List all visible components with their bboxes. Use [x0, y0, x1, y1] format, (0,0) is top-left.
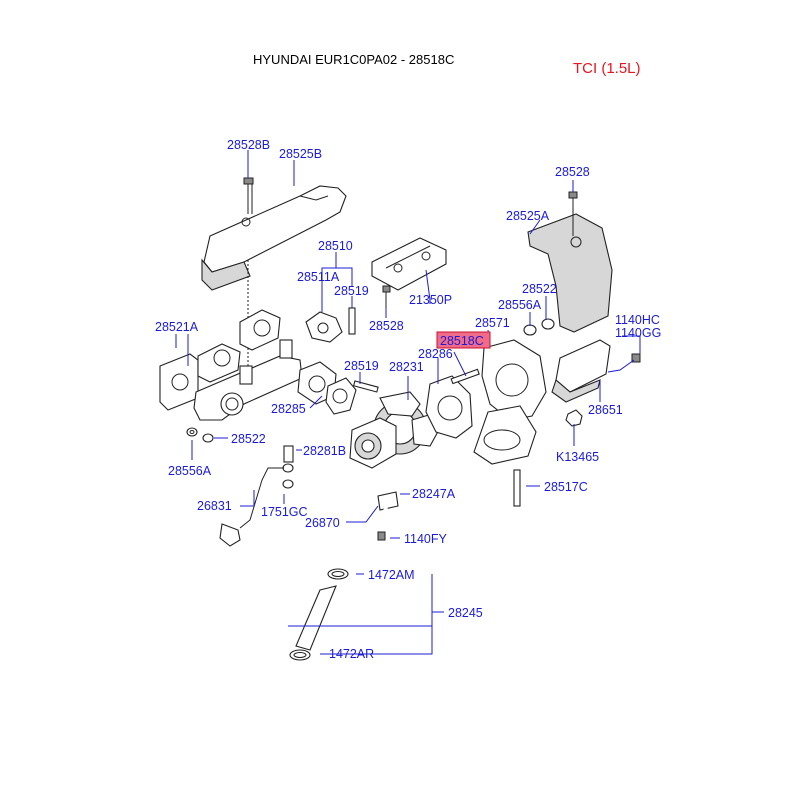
label-28571[interactable]: 28571 — [475, 316, 510, 330]
label-28522-right[interactable]: 28522 — [522, 282, 557, 296]
stud-28519-mid — [352, 380, 379, 393]
label-28528b[interactable]: 28528B — [227, 138, 270, 152]
label-28247a[interactable]: 28247A — [412, 487, 456, 501]
bolt-28528-mid — [382, 285, 391, 308]
gasket-28511a — [305, 311, 343, 343]
banjo-bolt-28281b — [282, 445, 294, 489]
label-1472ar[interactable]: 1472AR — [329, 647, 374, 661]
label-26870[interactable]: 26870 — [305, 516, 340, 530]
heat-shield-28525a — [527, 213, 613, 333]
label-28556a-right[interactable]: 28556A — [498, 298, 542, 312]
label-28651[interactable]: 28651 — [588, 403, 623, 417]
clamp-1472am — [327, 568, 349, 580]
stud-28518c — [450, 368, 480, 385]
label-26831[interactable]: 26831 — [197, 499, 232, 513]
bracket-21350p — [371, 237, 447, 291]
nut-28522-left — [202, 433, 214, 443]
label-k13465[interactable]: K13465 — [556, 450, 599, 464]
leader-lines — [175, 150, 641, 655]
exhaust-manifold — [193, 339, 303, 421]
clamp-1472ar — [289, 649, 311, 661]
bolt-1140hc — [631, 353, 641, 363]
manifold-gasket-28521a — [159, 309, 281, 411]
label-21350p[interactable]: 21350P — [409, 293, 452, 307]
engine-variant-label: TCI (1.5L) — [573, 60, 641, 77]
bolt-1140fy — [377, 531, 386, 541]
elbow-28285 — [297, 361, 357, 415]
label-1140hc[interactable]: 1140HC — [615, 313, 660, 327]
label-28517c[interactable]: 28517C — [544, 480, 588, 494]
washer-28556a-right — [523, 324, 537, 336]
oil-feed-pipe-26831 — [219, 467, 284, 547]
label-28521a[interactable]: 28521A — [155, 320, 199, 334]
diagram-title: HYUNDAI EUR1C0PA02 - 28518C — [253, 52, 455, 67]
label-28245[interactable]: 28245 — [448, 606, 483, 620]
label-28231[interactable]: 28231 — [389, 360, 424, 374]
label-1140fy[interactable]: 1140FY — [404, 532, 448, 546]
label-1751gc[interactable]: 1751GC — [261, 505, 308, 519]
washer-28556a-left — [186, 427, 198, 437]
label-1140gg[interactable]: 1140GG — [615, 326, 661, 340]
stud-28519-top — [348, 307, 356, 335]
label-28285[interactable]: 28285 — [271, 402, 306, 416]
hose-28245 — [295, 585, 337, 651]
bolt-28528b — [243, 177, 254, 214]
label-28511a[interactable]: 28511A — [297, 270, 340, 284]
heat-shield-28525b — [201, 185, 347, 291]
nut-k13465 — [565, 409, 583, 427]
label-28518c[interactable]: 28518C — [440, 334, 484, 348]
nut-28522-right — [541, 318, 555, 330]
label-28525a[interactable]: 28525A — [506, 209, 550, 223]
label-28556a-left[interactable]: 28556A — [168, 464, 212, 478]
label-28519-mid[interactable]: 28519 — [344, 359, 379, 373]
label-28525b[interactable]: 28525B — [279, 147, 322, 161]
label-28510[interactable]: 28510 — [318, 239, 353, 253]
label-28519-top[interactable]: 28519 — [334, 284, 369, 298]
bracket-28651 — [551, 339, 611, 403]
stud-28517c — [513, 469, 521, 507]
label-28281b[interactable]: 28281B — [303, 444, 346, 458]
label-28528-mid[interactable]: 28528 — [369, 319, 404, 333]
turbine-outlet-28571 — [473, 339, 547, 465]
label-28522-left[interactable]: 28522 — [231, 432, 266, 446]
oil-drain-pipe-26870 — [342, 491, 399, 572]
label-1472am[interactable]: 1472AM — [368, 568, 415, 582]
part-labels: 28528B 28525B 28510 28511A 28519 28521A … — [155, 138, 661, 661]
part-highlight-box — [436, 331, 491, 349]
turbocharger-28231 — [349, 391, 441, 469]
label-28528-top[interactable]: 28528 — [555, 165, 590, 179]
label-28286[interactable]: 28286 — [418, 347, 453, 361]
